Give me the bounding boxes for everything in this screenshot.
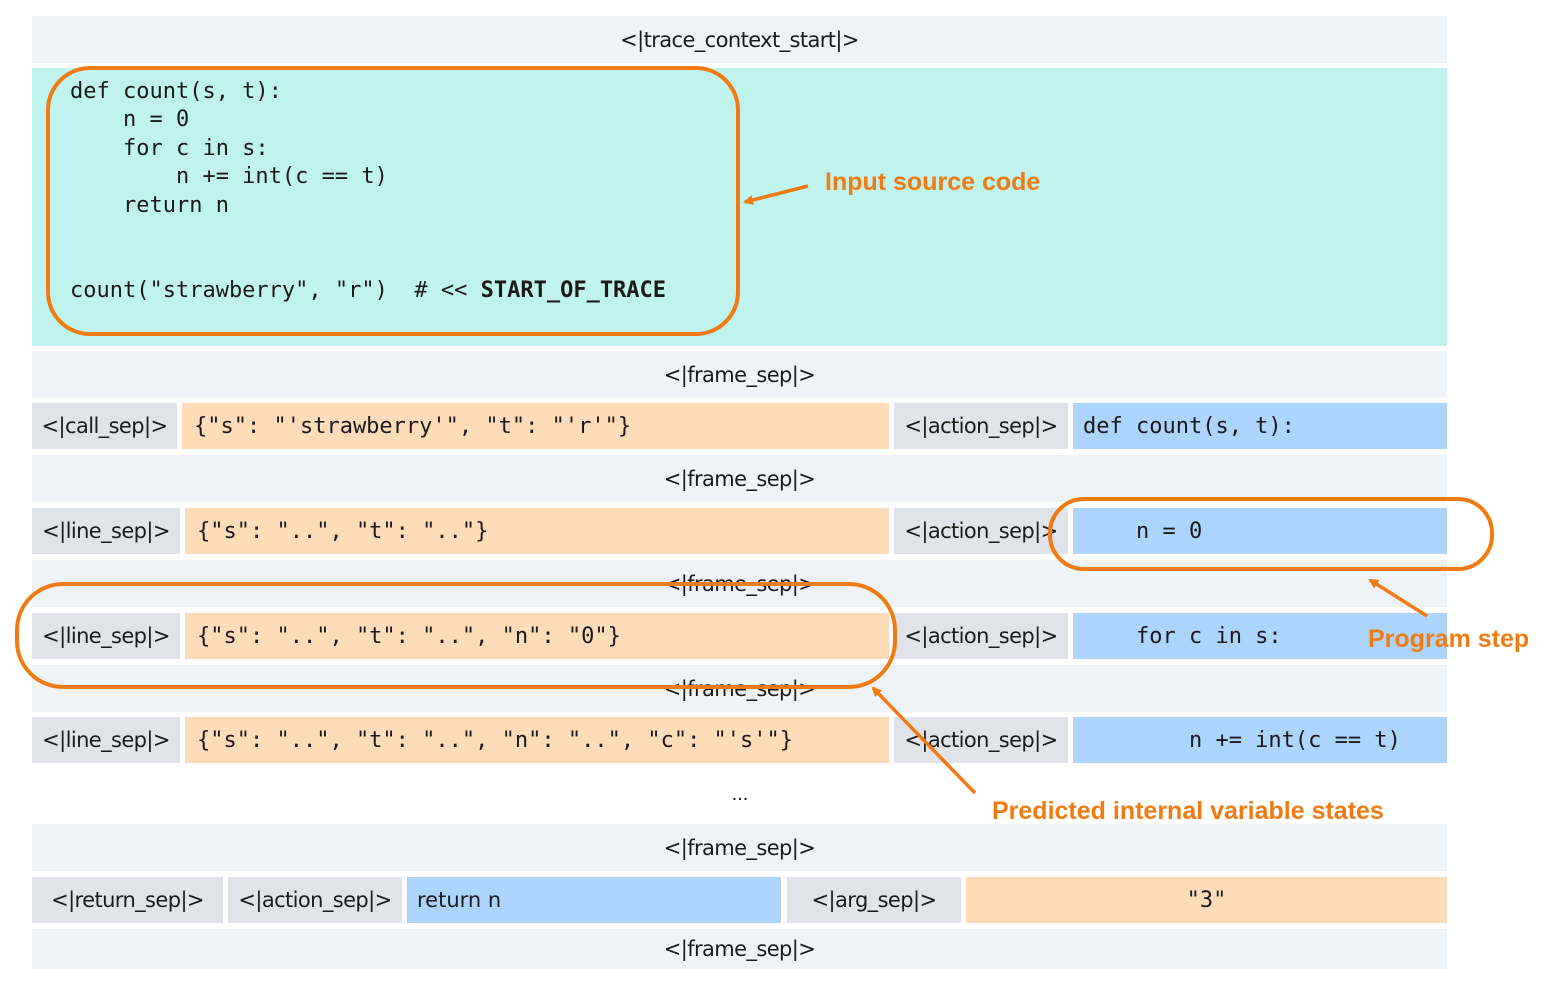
code-line bbox=[70, 248, 666, 276]
line-sep-token: <|line_sep|> bbox=[32, 613, 180, 659]
line-sep-token: <|line_sep|> bbox=[32, 508, 180, 554]
frame-sep-token: <|frame_sep|> bbox=[32, 824, 1447, 871]
frame-sep-token: <|frame_sep|> bbox=[32, 455, 1447, 502]
code-line: for c in s: bbox=[70, 135, 269, 161]
call-expression: count("strawberry", "r") # << bbox=[70, 277, 481, 303]
source-code: def count(s, t): n = 0 for c in s: n += … bbox=[70, 78, 666, 305]
action-sep-token: <|action_sep|> bbox=[894, 403, 1068, 449]
code-line: return n bbox=[70, 192, 229, 218]
frame-sep-token: <|frame_sep|> bbox=[32, 665, 1447, 712]
variable-state: {"s": "'strawberry'", "t": "'r'"} bbox=[182, 403, 889, 449]
program-action: for c in s: bbox=[1073, 613, 1447, 659]
variable-state: {"s": "..", "t": ".."} bbox=[185, 508, 889, 554]
return-value: "3" bbox=[966, 877, 1447, 923]
arg-sep-token: <|arg_sep|> bbox=[787, 877, 961, 923]
variable-state: {"s": "..", "t": "..", "n": "..", "c": "… bbox=[185, 717, 889, 763]
ellipsis: ... bbox=[731, 783, 749, 805]
call-sep-token: <|call_sep|> bbox=[32, 403, 177, 449]
call-line: count("strawberry", "r") # << START_OF_T… bbox=[70, 277, 666, 305]
line-sep-token: <|line_sep|> bbox=[32, 717, 180, 763]
trace-context-start-token: <|trace_context_start|> bbox=[32, 16, 1447, 63]
code-line: def count(s, t): bbox=[70, 79, 282, 104]
code-line: n += int(c == t) bbox=[70, 164, 388, 190]
frame-sep-token: <|frame_sep|> bbox=[32, 560, 1447, 607]
program-action: n += int(c == t) bbox=[1073, 717, 1447, 763]
program-action: n = 0 bbox=[1073, 508, 1447, 554]
return-action: return n bbox=[407, 877, 781, 923]
input-source-code-label: Input source code bbox=[825, 168, 1041, 196]
program-action: def count(s, t): bbox=[1073, 403, 1447, 449]
variable-state: {"s": "..", "t": "..", "n": "0"} bbox=[185, 613, 889, 659]
action-sep-token: <|action_sep|> bbox=[228, 877, 402, 923]
action-sep-token: <|action_sep|> bbox=[894, 717, 1068, 763]
start-of-trace-marker: START_OF_TRACE bbox=[480, 277, 667, 303]
code-line: n = 0 bbox=[70, 107, 190, 133]
program-step-label: Program step bbox=[1368, 625, 1530, 653]
frame-sep-token: <|frame_sep|> bbox=[32, 929, 1447, 969]
return-sep-token: <|return_sep|> bbox=[32, 877, 223, 923]
action-sep-token: <|action_sep|> bbox=[894, 508, 1068, 554]
predicted-states-label: Predicted internal variable states bbox=[992, 797, 1384, 825]
action-sep-token: <|action_sep|> bbox=[894, 613, 1068, 659]
code-line bbox=[70, 220, 666, 248]
frame-sep-token: <|frame_sep|> bbox=[32, 351, 1447, 398]
